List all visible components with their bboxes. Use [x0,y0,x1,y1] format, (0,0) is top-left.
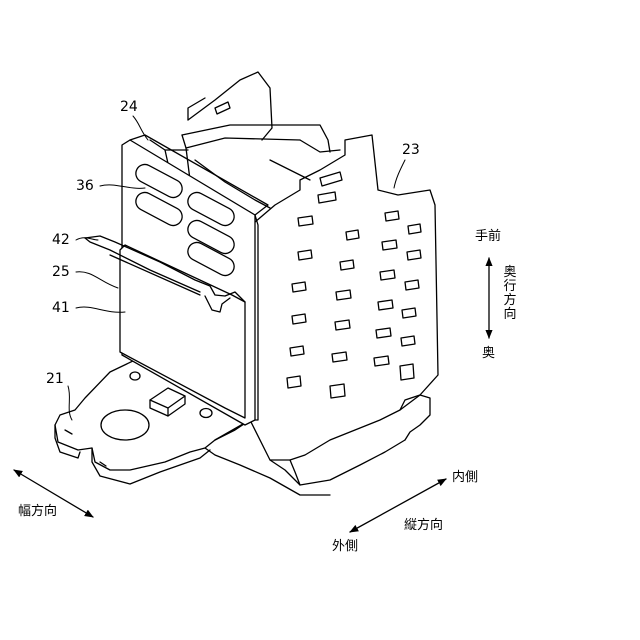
label-front: 手前 [475,230,501,243]
label-25: 25 [52,265,70,279]
base-hole-large [101,410,149,440]
label-36: 36 [76,179,94,193]
label-outer: 外側 [332,540,358,553]
label-21: 21 [46,372,64,386]
label-24: 24 [120,100,138,114]
base-hole-small [200,409,212,418]
label-23: 23 [402,143,420,157]
label-depth-axis: 奥行方向 [503,266,517,322]
label-42: 42 [52,233,70,247]
label-back: 奥 [482,347,495,360]
label-inner: 内側 [452,471,478,484]
label-vertical-axis: 縦方向 [404,519,443,532]
label-41: 41 [52,301,70,315]
label-width-axis: 幅方向 [18,505,57,518]
